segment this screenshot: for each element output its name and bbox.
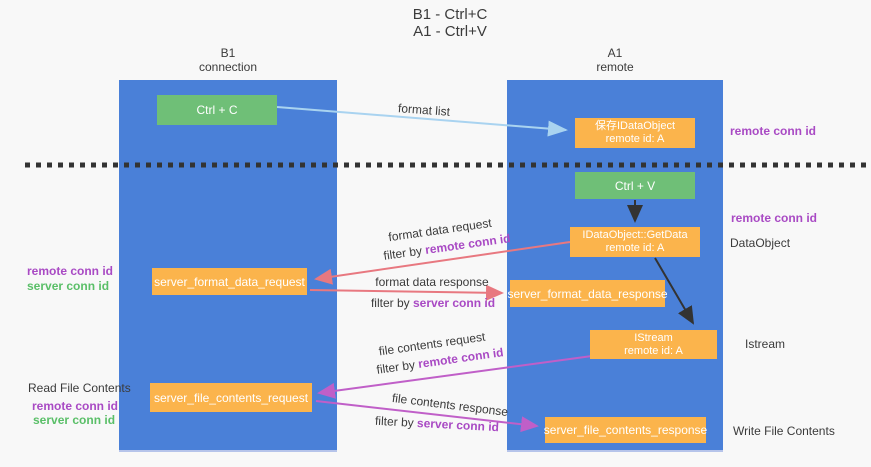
diagram-title: B1 - Ctrl+C A1 - Ctrl+V xyxy=(413,6,488,40)
save-dataobject-line2: remote id: A xyxy=(605,133,665,145)
istream-side-label: Istream xyxy=(745,337,786,351)
right-top-remote-conn-id-label: remote conn id xyxy=(730,124,817,138)
read-file-contents-label: Read File Contents xyxy=(28,381,131,395)
ctrl-v-box: Ctrl + V xyxy=(575,172,695,199)
save-dataobject-box: 保存IDataObject remote id: A xyxy=(575,118,695,148)
server-conn-id-key: server conn id xyxy=(416,415,500,435)
right-column-name: A1 xyxy=(607,46,623,60)
getdata-line1: IDataObject::GetData xyxy=(582,229,688,241)
getdata-line2: remote id: A xyxy=(605,242,665,254)
file-contents-response-filter-label: filter by server conn id xyxy=(375,414,500,434)
left-mid-remote-conn-id-label: remote conn id xyxy=(27,264,114,278)
server-format-data-response-label: server_format_data_response xyxy=(507,286,668,301)
format-data-response-arrow xyxy=(309,284,504,301)
right-column-header: A1 remote xyxy=(596,46,633,74)
filter-by-text: filter by xyxy=(375,357,420,377)
ctrl-c-box: Ctrl + C xyxy=(157,95,277,125)
left-column-role: connection xyxy=(198,60,258,74)
ctrl-c-label: Ctrl + C xyxy=(196,103,238,117)
format-data-response-label: format data response xyxy=(375,275,489,289)
filter-by-text: filter by xyxy=(374,413,418,430)
left-bottom-server-conn-id-label: server conn id xyxy=(33,413,116,427)
server-format-data-request-box: server_format_data_request xyxy=(152,268,307,295)
title-line-2: A1 - Ctrl+V xyxy=(413,23,487,40)
istream-line1: IStream xyxy=(634,331,673,344)
server-file-contents-response-box: server_file_contents_response xyxy=(543,417,708,443)
istream-line2: remote id: A xyxy=(624,344,683,357)
write-file-contents-label: Write File Contents xyxy=(733,424,835,438)
getdata-box: IDataObject::GetData remote id: A xyxy=(570,227,700,257)
server-format-data-request-label: server_format_data_request xyxy=(154,274,305,289)
ctrl-v-label: Ctrl + V xyxy=(614,178,656,193)
left-bottom-remote-conn-id-label: remote conn id xyxy=(32,399,119,413)
server-file-contents-request-box: server_file_contents_request xyxy=(150,383,312,412)
server-file-contents-request-label: server_file_contents_request xyxy=(153,390,309,405)
left-column-name: B1 xyxy=(220,46,236,60)
filter-by-text: filter by xyxy=(370,296,413,310)
save-dataobject-line1: 保存IDataObject xyxy=(594,120,676,132)
left-column-header: B1 connection xyxy=(199,46,257,74)
right-column-role: remote xyxy=(596,60,634,74)
left-mid-server-conn-id-label: server conn id xyxy=(27,279,110,293)
server-file-contents-response-label: server_file_contents_response xyxy=(543,423,708,437)
right-mid-remote-conn-id-label: remote conn id xyxy=(731,211,818,225)
istream-box: IStream remote id: A xyxy=(590,330,717,359)
title-line-1: B1 - Ctrl+C xyxy=(412,6,488,23)
format-list-label: format list xyxy=(397,101,451,119)
server-conn-id-key: server conn id xyxy=(412,296,496,310)
server-format-data-response-box: server_format_data_response xyxy=(507,280,668,307)
filter-by-text: filter by xyxy=(382,243,427,263)
dataobject-label: DataObject xyxy=(730,236,791,250)
format-data-response-filter-label: filter by server conn id xyxy=(371,296,495,310)
